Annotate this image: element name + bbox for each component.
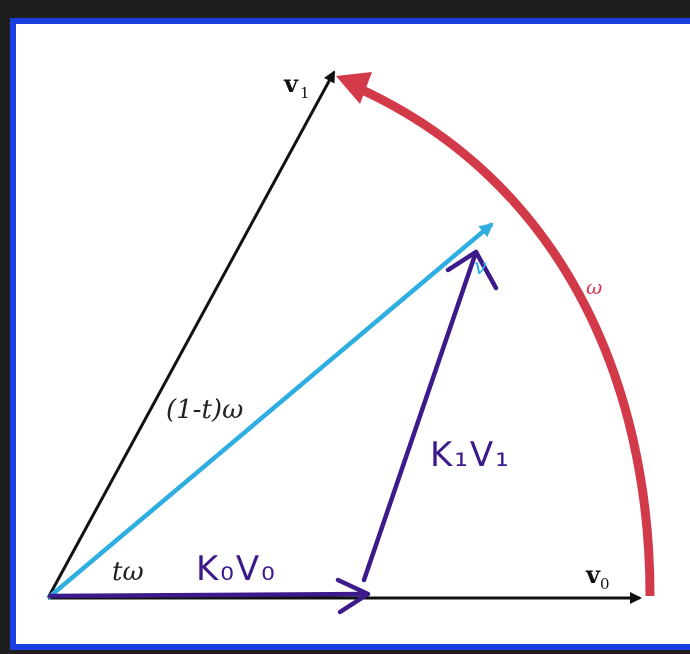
v1-subscript: 1 — [300, 84, 310, 102]
interpolated-vector-label: v — [474, 255, 487, 280]
interpolated-vector — [46, 222, 494, 600]
omega-arc-arrowhead — [336, 72, 372, 104]
v0-label: v — [585, 560, 601, 589]
v1-vector — [46, 70, 336, 599]
k1v1-arrowhead — [445, 249, 499, 291]
k1v1-vector — [361, 249, 479, 583]
k0v0-label: K₀V₀ — [196, 549, 277, 589]
k0v0-vector — [47, 591, 369, 599]
diagram-frame — [10, 18, 690, 650]
k0v0-arrowhead — [335, 577, 371, 615]
k1v1-label: K₁V₁ — [430, 435, 511, 475]
v0-subscript: 0 — [600, 575, 610, 593]
t-omega-label: tω — [112, 557, 144, 587]
omega-arc — [356, 83, 655, 597]
omega-label: ω — [586, 275, 602, 299]
v1-label: v — [283, 69, 299, 98]
one-minus-t-omega-label: (1-t)ω — [166, 395, 243, 425]
